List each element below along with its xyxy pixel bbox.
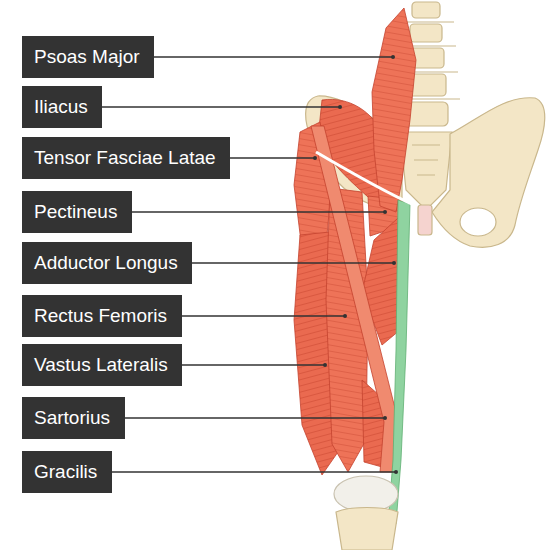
muscle-name: Adductor Longus: [34, 252, 178, 274]
label-box: Sartorius: [22, 397, 125, 439]
muscle-name: Tensor Fasciae Latae: [34, 147, 216, 169]
muscle-name: Iliacus: [34, 96, 88, 118]
label-box: Pectineus: [22, 191, 132, 233]
muscle-name: Gracilis: [34, 461, 97, 483]
leader-dots: [313, 55, 398, 474]
label-box: Gracilis: [22, 451, 112, 493]
muscle-name: Pectineus: [34, 201, 117, 223]
muscle-name: Psoas Major: [34, 46, 140, 68]
label-box: Psoas Major: [22, 36, 154, 78]
muscle-name: Vastus Lateralis: [34, 354, 168, 376]
label-box: Tensor Fasciae Latae: [22, 137, 230, 179]
knee-bones: [334, 476, 398, 550]
label-box: Vastus Lateralis: [22, 344, 182, 386]
label-box: Adductor Longus: [22, 242, 192, 284]
inguinal-ligament: [316, 152, 416, 206]
muscle-name: Sartorius: [34, 407, 110, 429]
gracilis-muscle: [388, 200, 410, 524]
label-box: Rectus Femoris: [22, 295, 182, 337]
muscle-name: Rectus Femoris: [34, 305, 167, 327]
label-box: Iliacus: [22, 86, 102, 128]
